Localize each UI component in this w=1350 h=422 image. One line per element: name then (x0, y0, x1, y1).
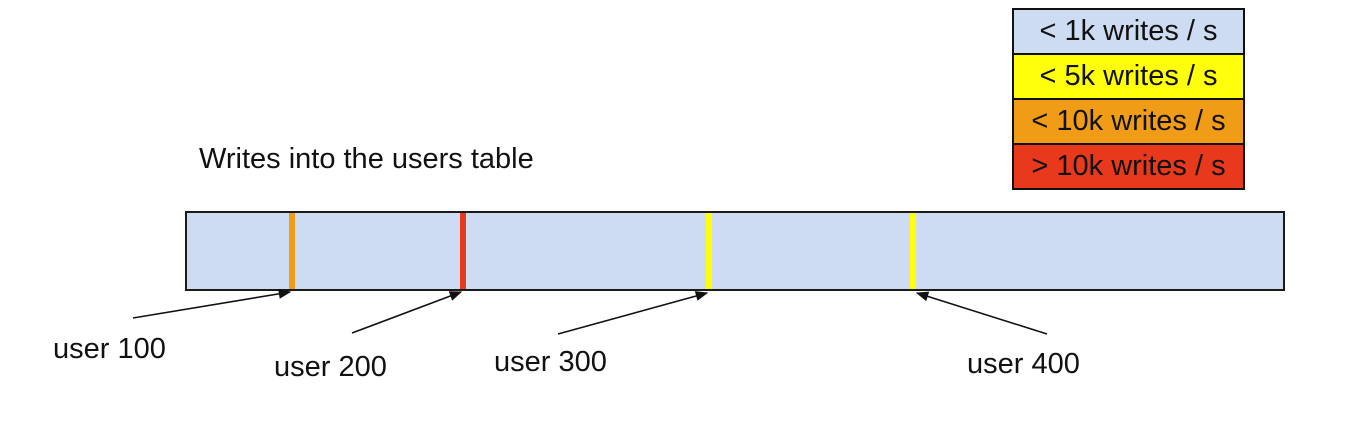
legend-label: > 10k writes / s (1031, 150, 1226, 182)
user-arrow (557, 291, 709, 335)
diagram-title: Writes into the users table (199, 143, 534, 175)
user-label: user 400 (967, 348, 1080, 380)
write-hotspot-tick (460, 213, 466, 289)
legend-row: < 1k writes / s (1012, 8, 1245, 55)
legend-row: < 5k writes / s (1012, 53, 1245, 100)
write-hotspot-tick (706, 213, 712, 289)
user-label: user 200 (274, 351, 387, 383)
legend-label: < 5k writes / s (1039, 60, 1218, 92)
user-arrow (915, 291, 1048, 335)
legend: < 1k writes / s < 5k writes / s < 10k writ… (1012, 8, 1245, 190)
legend-label: < 1k writes / s (1039, 15, 1218, 47)
user-label: user 100 (53, 333, 166, 365)
user-arrow (351, 291, 463, 334)
write-hotspot-tick (289, 213, 295, 289)
legend-row: > 10k writes / s (1012, 143, 1245, 190)
legend-row: < 10k writes / s (1012, 98, 1245, 145)
user-arrow (132, 288, 292, 319)
users-table-bar (185, 211, 1285, 291)
legend-label: < 10k writes / s (1031, 105, 1226, 137)
user-label: user 300 (494, 346, 607, 378)
write-hotspot-tick (910, 213, 916, 289)
